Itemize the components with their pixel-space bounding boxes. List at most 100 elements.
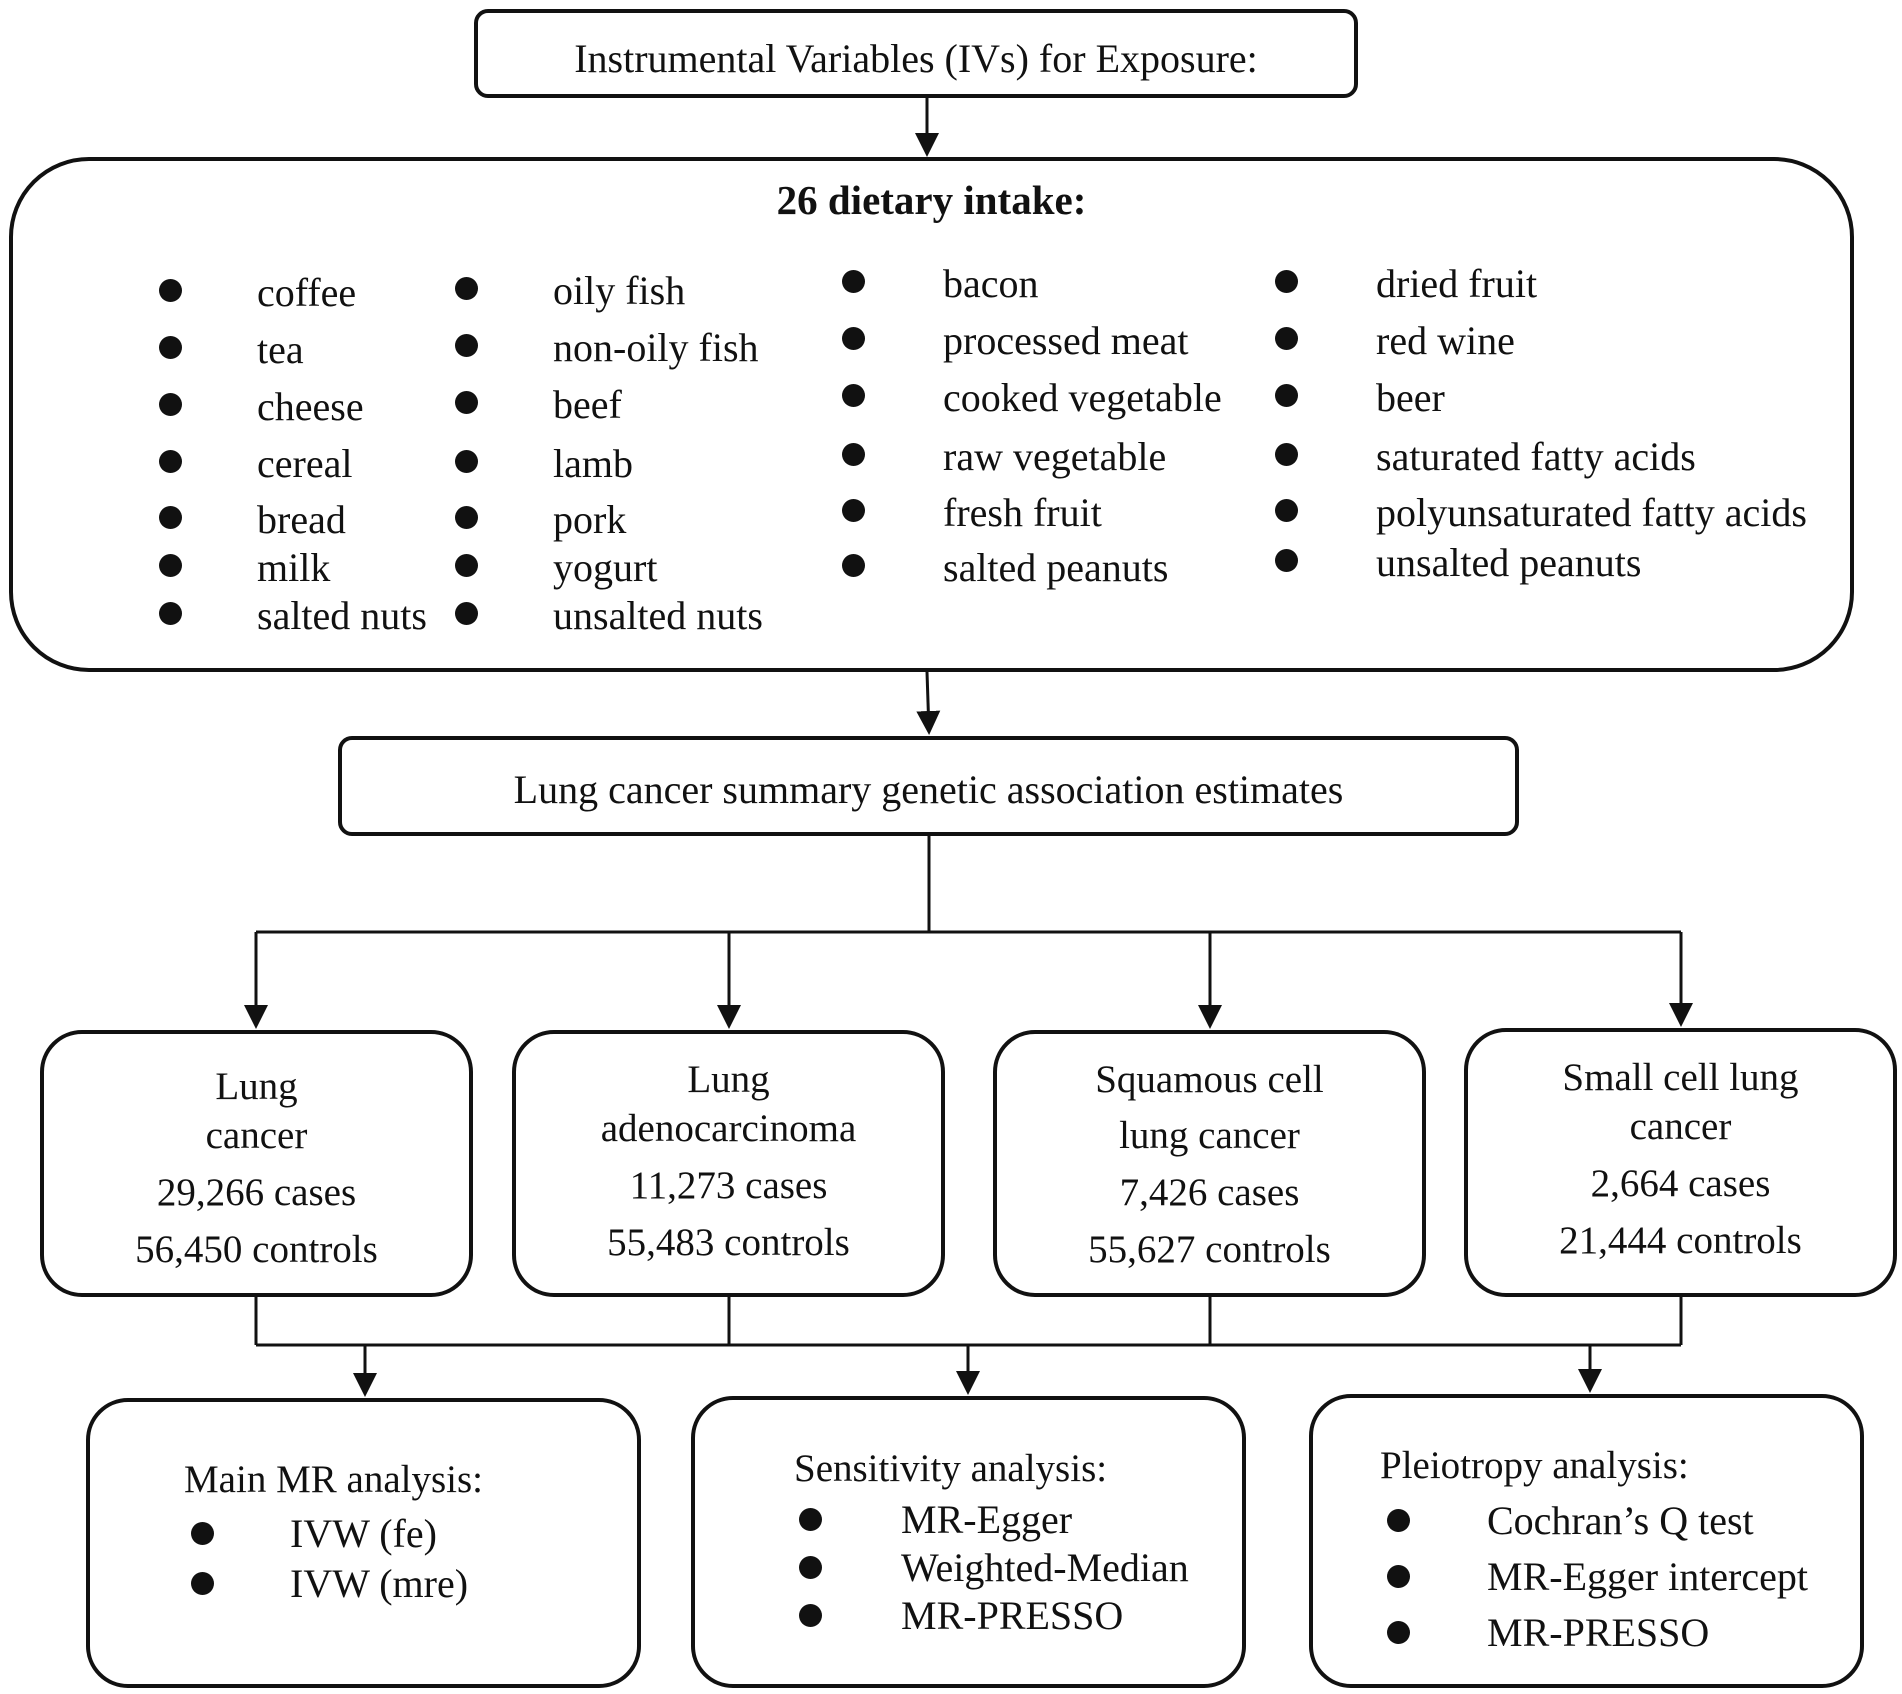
bullet-icon — [191, 1572, 214, 1595]
bullet-icon — [455, 554, 478, 577]
analysis-title: Sensitivity analysis: — [794, 1447, 1108, 1490]
bullet-icon — [1387, 1565, 1410, 1588]
analysis-method: MR-PRESSO — [1487, 1610, 1710, 1655]
dietary-intake-title: 26 dietary intake: — [776, 177, 1087, 223]
dietary-item: bread — [257, 497, 346, 542]
bullet-icon — [842, 384, 865, 407]
outcome-box-lung-adenocarcinoma: Lung adenocarcinoma 11,273 cases 55,483 … — [512, 1030, 945, 1297]
bullet-icon — [1275, 499, 1298, 522]
dietary-item: red wine — [1376, 318, 1515, 363]
dietary-item: polyunsaturated fatty acids — [1376, 490, 1807, 535]
bullet-icon — [455, 277, 478, 300]
summary-estimates-title: Lung cancer summary genetic association … — [513, 767, 1344, 812]
bullet-icon — [159, 506, 182, 529]
outcome-box-small-cell: Small cell lung cancer 2,664 cases 21,44… — [1464, 1028, 1897, 1297]
analysis-method: Cochran’s Q test — [1487, 1498, 1754, 1543]
bullet-icon — [159, 602, 182, 625]
dietary-item: yogurt — [553, 545, 658, 590]
analysis-title: Main MR analysis: — [184, 1458, 483, 1501]
arrow-diet-to-summary — [916, 671, 941, 735]
analysis-method: Weighted-Median — [901, 1545, 1189, 1590]
analysis-method: IVW (fe) — [290, 1511, 437, 1556]
main-mr-analysis-box: Main MR analysis: IVW (fe) IVW (mre) — [86, 1398, 641, 1688]
bullet-icon — [455, 602, 478, 625]
bullet-icon — [455, 450, 478, 473]
dietary-item: unsalted nuts — [553, 593, 763, 638]
bullet-icon — [842, 270, 865, 293]
bullet-icon — [1387, 1621, 1410, 1644]
bullet-icon — [191, 1522, 214, 1545]
outcome-cases: 7,426 cases — [1119, 1171, 1300, 1214]
outcome-box-squamous-cell: Squamous cell lung cancer 7,426 cases 55… — [993, 1030, 1426, 1297]
bullet-icon — [1387, 1509, 1410, 1532]
dietary-item: pork — [553, 497, 627, 542]
outcome-cases: 11,273 cases — [629, 1164, 828, 1207]
outcome-label-line: lung cancer — [1119, 1114, 1300, 1157]
bullet-icon — [799, 1556, 822, 1579]
dietary-item: lamb — [553, 441, 633, 486]
outcome-cases: 2,664 cases — [1590, 1162, 1771, 1205]
bullet-icon — [159, 336, 182, 359]
bullet-icon — [1275, 549, 1298, 572]
outcome-label-line: Squamous cell — [1095, 1058, 1324, 1101]
dietary-item: non-oily fish — [553, 325, 759, 370]
outcome-controls: 55,627 controls — [1088, 1228, 1331, 1271]
outcome-cases: 29,266 cases — [156, 1171, 357, 1214]
dietary-item: cooked vegetable — [943, 375, 1222, 420]
outcome-label-line: adenocarcinoma — [600, 1107, 857, 1150]
analysis-method: MR-Egger — [901, 1497, 1073, 1542]
dietary-item: tea — [257, 327, 304, 372]
dietary-item: salted nuts — [257, 593, 427, 638]
dietary-item: coffee — [257, 270, 357, 315]
bullet-icon — [455, 334, 478, 357]
bullet-icon — [799, 1604, 822, 1627]
dietary-intake-box: 26 dietary intake: coffee tea cheese cereal… — [9, 157, 1854, 672]
dietary-item: bacon — [943, 261, 1039, 306]
bullet-icon — [159, 393, 182, 416]
bullet-icon — [159, 279, 182, 302]
dietary-item: fresh fruit — [943, 490, 1102, 535]
bullet-icon — [1275, 384, 1298, 407]
bullet-icon — [842, 554, 865, 577]
bullet-icon — [842, 327, 865, 350]
bullet-icon — [842, 443, 865, 466]
analysis-title: Pleiotropy analysis: — [1380, 1444, 1689, 1487]
exposure-title: Instrumental Variables (IVs) for Exposur… — [574, 36, 1258, 81]
bullet-icon — [1275, 443, 1298, 466]
bullet-icon — [1275, 327, 1298, 350]
bullet-icon — [455, 391, 478, 414]
sensitivity-analysis-box: Sensitivity analysis: MR-Egger Weighted-… — [691, 1396, 1246, 1688]
outcome-controls: 21,444 controls — [1559, 1219, 1802, 1262]
dietary-item: cheese — [257, 384, 364, 429]
dietary-item: processed meat — [943, 318, 1189, 363]
dietary-item: beer — [1376, 375, 1445, 420]
analysis-method: MR-Egger intercept — [1487, 1554, 1808, 1599]
outcome-box-lung-cancer: Lung cancer 29,266 cases 56,450 controls — [40, 1030, 473, 1297]
outcome-label-line: cancer — [1629, 1105, 1732, 1148]
bullet-icon — [455, 506, 478, 529]
bullet-icon — [799, 1508, 822, 1531]
dietary-item: milk — [257, 545, 331, 590]
pleiotropy-analysis-box: Pleiotropy analysis: Cochran’s Q test MR… — [1309, 1394, 1864, 1688]
summary-estimates-box: Lung cancer summary genetic association … — [338, 736, 1519, 836]
dietary-item: unsalted peanuts — [1376, 540, 1642, 585]
dietary-item: oily fish — [553, 268, 686, 313]
dietary-item: beef — [553, 382, 622, 427]
analysis-method: MR-PRESSO — [901, 1593, 1124, 1638]
bullet-icon — [1275, 270, 1298, 293]
bullet-icon — [842, 499, 865, 522]
dietary-item: saturated fatty acids — [1376, 434, 1696, 479]
outcome-label-line: Lung — [215, 1065, 298, 1108]
analysis-method: IVW (mre) — [290, 1561, 469, 1606]
dietary-item: cereal — [257, 441, 353, 486]
exposure-box: Instrumental Variables (IVs) for Exposur… — [474, 9, 1358, 98]
outcome-label-line: Lung — [687, 1058, 770, 1101]
outcome-label-line: cancer — [205, 1114, 308, 1157]
outcome-controls: 56,450 controls — [135, 1228, 378, 1271]
dietary-item: raw vegetable — [943, 434, 1167, 479]
outcome-controls: 55,483 controls — [607, 1221, 850, 1264]
bullet-icon — [159, 554, 182, 577]
dietary-item: salted peanuts — [943, 545, 1169, 590]
dietary-item: dried fruit — [1376, 261, 1538, 306]
